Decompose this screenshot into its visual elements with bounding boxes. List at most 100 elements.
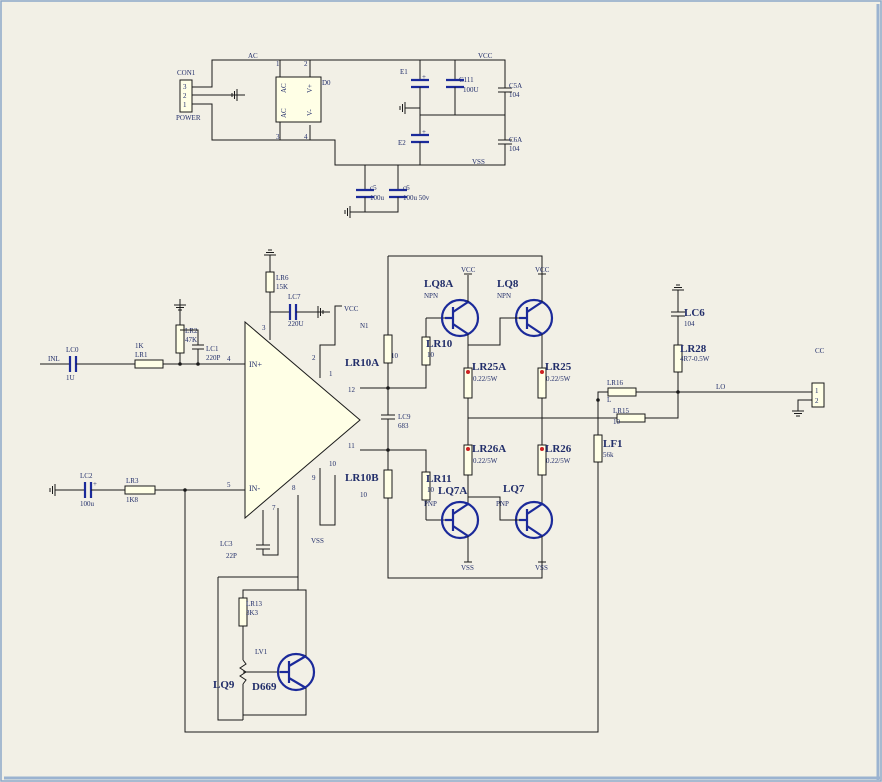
lr6-value: 15K <box>276 283 288 291</box>
opamp-pin7: 7 <box>272 504 276 512</box>
lr28-value: 4R7-0.5W <box>680 355 710 363</box>
lr3-resistor <box>124 485 156 495</box>
inl-net: INL <box>48 355 60 363</box>
con1-ref: CON1 <box>177 69 196 77</box>
out-pin1: 1 <box>815 387 819 395</box>
lr10-value: 10 <box>427 351 435 359</box>
con1-name: POWER <box>176 114 201 122</box>
opamp-pin3: 3 <box>262 324 266 332</box>
svg-text:+: + <box>93 480 97 488</box>
c5a-ref: C5A <box>509 82 522 90</box>
lq8a-type: NPN <box>424 292 438 300</box>
lq8-type: NPN <box>497 292 511 300</box>
c111-value: 100U <box>463 86 479 94</box>
bridge-vminus: V- <box>306 109 314 116</box>
lc2-ref: LC2 <box>80 472 93 480</box>
opamp-pin10: 10 <box>329 460 337 468</box>
bridge-pin3: 3 <box>276 133 280 141</box>
opamp-vss-label: VSS <box>311 537 324 545</box>
lq7-vss: VSS <box>535 564 548 572</box>
lr10b-resistor <box>383 469 393 499</box>
lc6-ref: LC6 <box>684 307 705 319</box>
lc9-ref: LC9 <box>398 413 411 421</box>
lq8a-vcc: VCC <box>461 266 476 274</box>
out-connector <box>811 382 825 408</box>
lq7-ref: LQ7 <box>503 483 525 495</box>
lr10a-value: 10 <box>391 352 399 360</box>
out-connector-ref: CC <box>815 347 825 355</box>
con1-connector <box>179 79 193 113</box>
opamp-in-minus: IN- <box>249 484 260 493</box>
vcc-net-label: VCC <box>478 52 493 60</box>
lc6-value: 104 <box>684 320 695 328</box>
lr15-value: 10 <box>613 418 621 426</box>
lr3-ref: LR3 <box>126 477 139 485</box>
lq9-ref: LQ9 <box>213 679 235 691</box>
lr15-ref: LR15 <box>613 407 629 415</box>
lr26a-ref: LR26A <box>472 443 506 455</box>
opamp-pin11: 11 <box>348 442 355 450</box>
lr2-value: 47K <box>185 336 197 344</box>
c111-ref: C111 <box>459 76 474 84</box>
lr10a-ref: LR10A <box>345 357 379 369</box>
con1-pin3: 3 <box>183 83 187 91</box>
c6-ref: c6 <box>403 184 410 192</box>
n1-label: N1 <box>360 322 369 330</box>
lr13-ref: LR13 <box>246 600 262 608</box>
lc3-value: 22P <box>226 552 237 560</box>
opamp-pin12: 12 <box>348 386 356 394</box>
lc2-value: 100u <box>80 500 95 508</box>
lr10b-value: 10 <box>360 491 368 499</box>
lq9-transistor <box>276 652 316 692</box>
lr25-value: 0.22/5W <box>546 375 571 383</box>
lr28-resistor <box>673 344 683 373</box>
lf1-resistor <box>593 434 603 463</box>
opamp-pin5: 5 <box>227 481 231 489</box>
out-pin2: 2 <box>815 397 819 405</box>
bridge-pin2: 2 <box>304 60 308 68</box>
lf1-ref: LF1 <box>603 438 623 450</box>
lq8a-transistor <box>440 298 480 338</box>
lq7-type: PNP <box>496 500 509 508</box>
c6a-ref: C6A <box>509 136 522 144</box>
lr2-ref: LR2 <box>185 327 198 335</box>
opamp-pin1: 1 <box>329 370 333 378</box>
lr26a-value: 0.22/5W <box>473 457 498 465</box>
lr11-ref: LR11 <box>426 473 452 485</box>
lq8-ref: LQ8 <box>497 278 519 290</box>
lr13-value: 3K3 <box>246 609 259 617</box>
lc0-ref: LC0 <box>66 346 79 354</box>
opamp-pin8: 8 <box>292 484 296 492</box>
lr6-resistor <box>265 271 275 293</box>
bridge-rectifier <box>275 76 322 123</box>
lr1-value: 1K <box>135 342 144 350</box>
lc7-value: 220U <box>288 320 304 328</box>
power-supply-block: CON1 POWER 3 2 1 AC D0 AC AC V+ V- 1 2 3… <box>176 52 522 219</box>
vss-net-label: VSS <box>472 158 485 166</box>
lq8-vcc: VCC <box>535 266 550 274</box>
lr26-ref: LR26 <box>545 443 572 455</box>
lr25a-value: 0.22/5W <box>473 375 498 383</box>
lr15-resistor <box>616 413 646 423</box>
lq7a-transistor <box>440 500 480 540</box>
lc1-ref: LC1 <box>206 345 219 353</box>
lr10-ref: LR10 <box>426 338 453 350</box>
opamp-in-plus: IN+ <box>249 360 262 369</box>
lr16-inductor <box>607 387 637 397</box>
lv1-label: LV1 <box>255 648 268 656</box>
con1-pin1: 1 <box>183 101 187 109</box>
con1-pin2: 2 <box>183 92 187 100</box>
svg-text:+: + <box>422 128 426 136</box>
e2-label: E2 <box>398 139 406 147</box>
lf1-value: 56k <box>603 451 614 459</box>
c5-value: 100u <box>370 194 385 202</box>
lq8a-ref: LQ8A <box>424 278 453 290</box>
lq7a-ref: LQ7A <box>438 485 467 497</box>
amplifier-block: INL LC0 1U 1K LR1 LR2 47K LC1 220P IN+ I… <box>40 249 825 733</box>
lo-net: LO <box>716 383 725 391</box>
lc9-value: 683 <box>398 422 409 430</box>
lc7-ref: LC7 <box>288 293 301 301</box>
c5a-value: 104 <box>509 91 520 99</box>
